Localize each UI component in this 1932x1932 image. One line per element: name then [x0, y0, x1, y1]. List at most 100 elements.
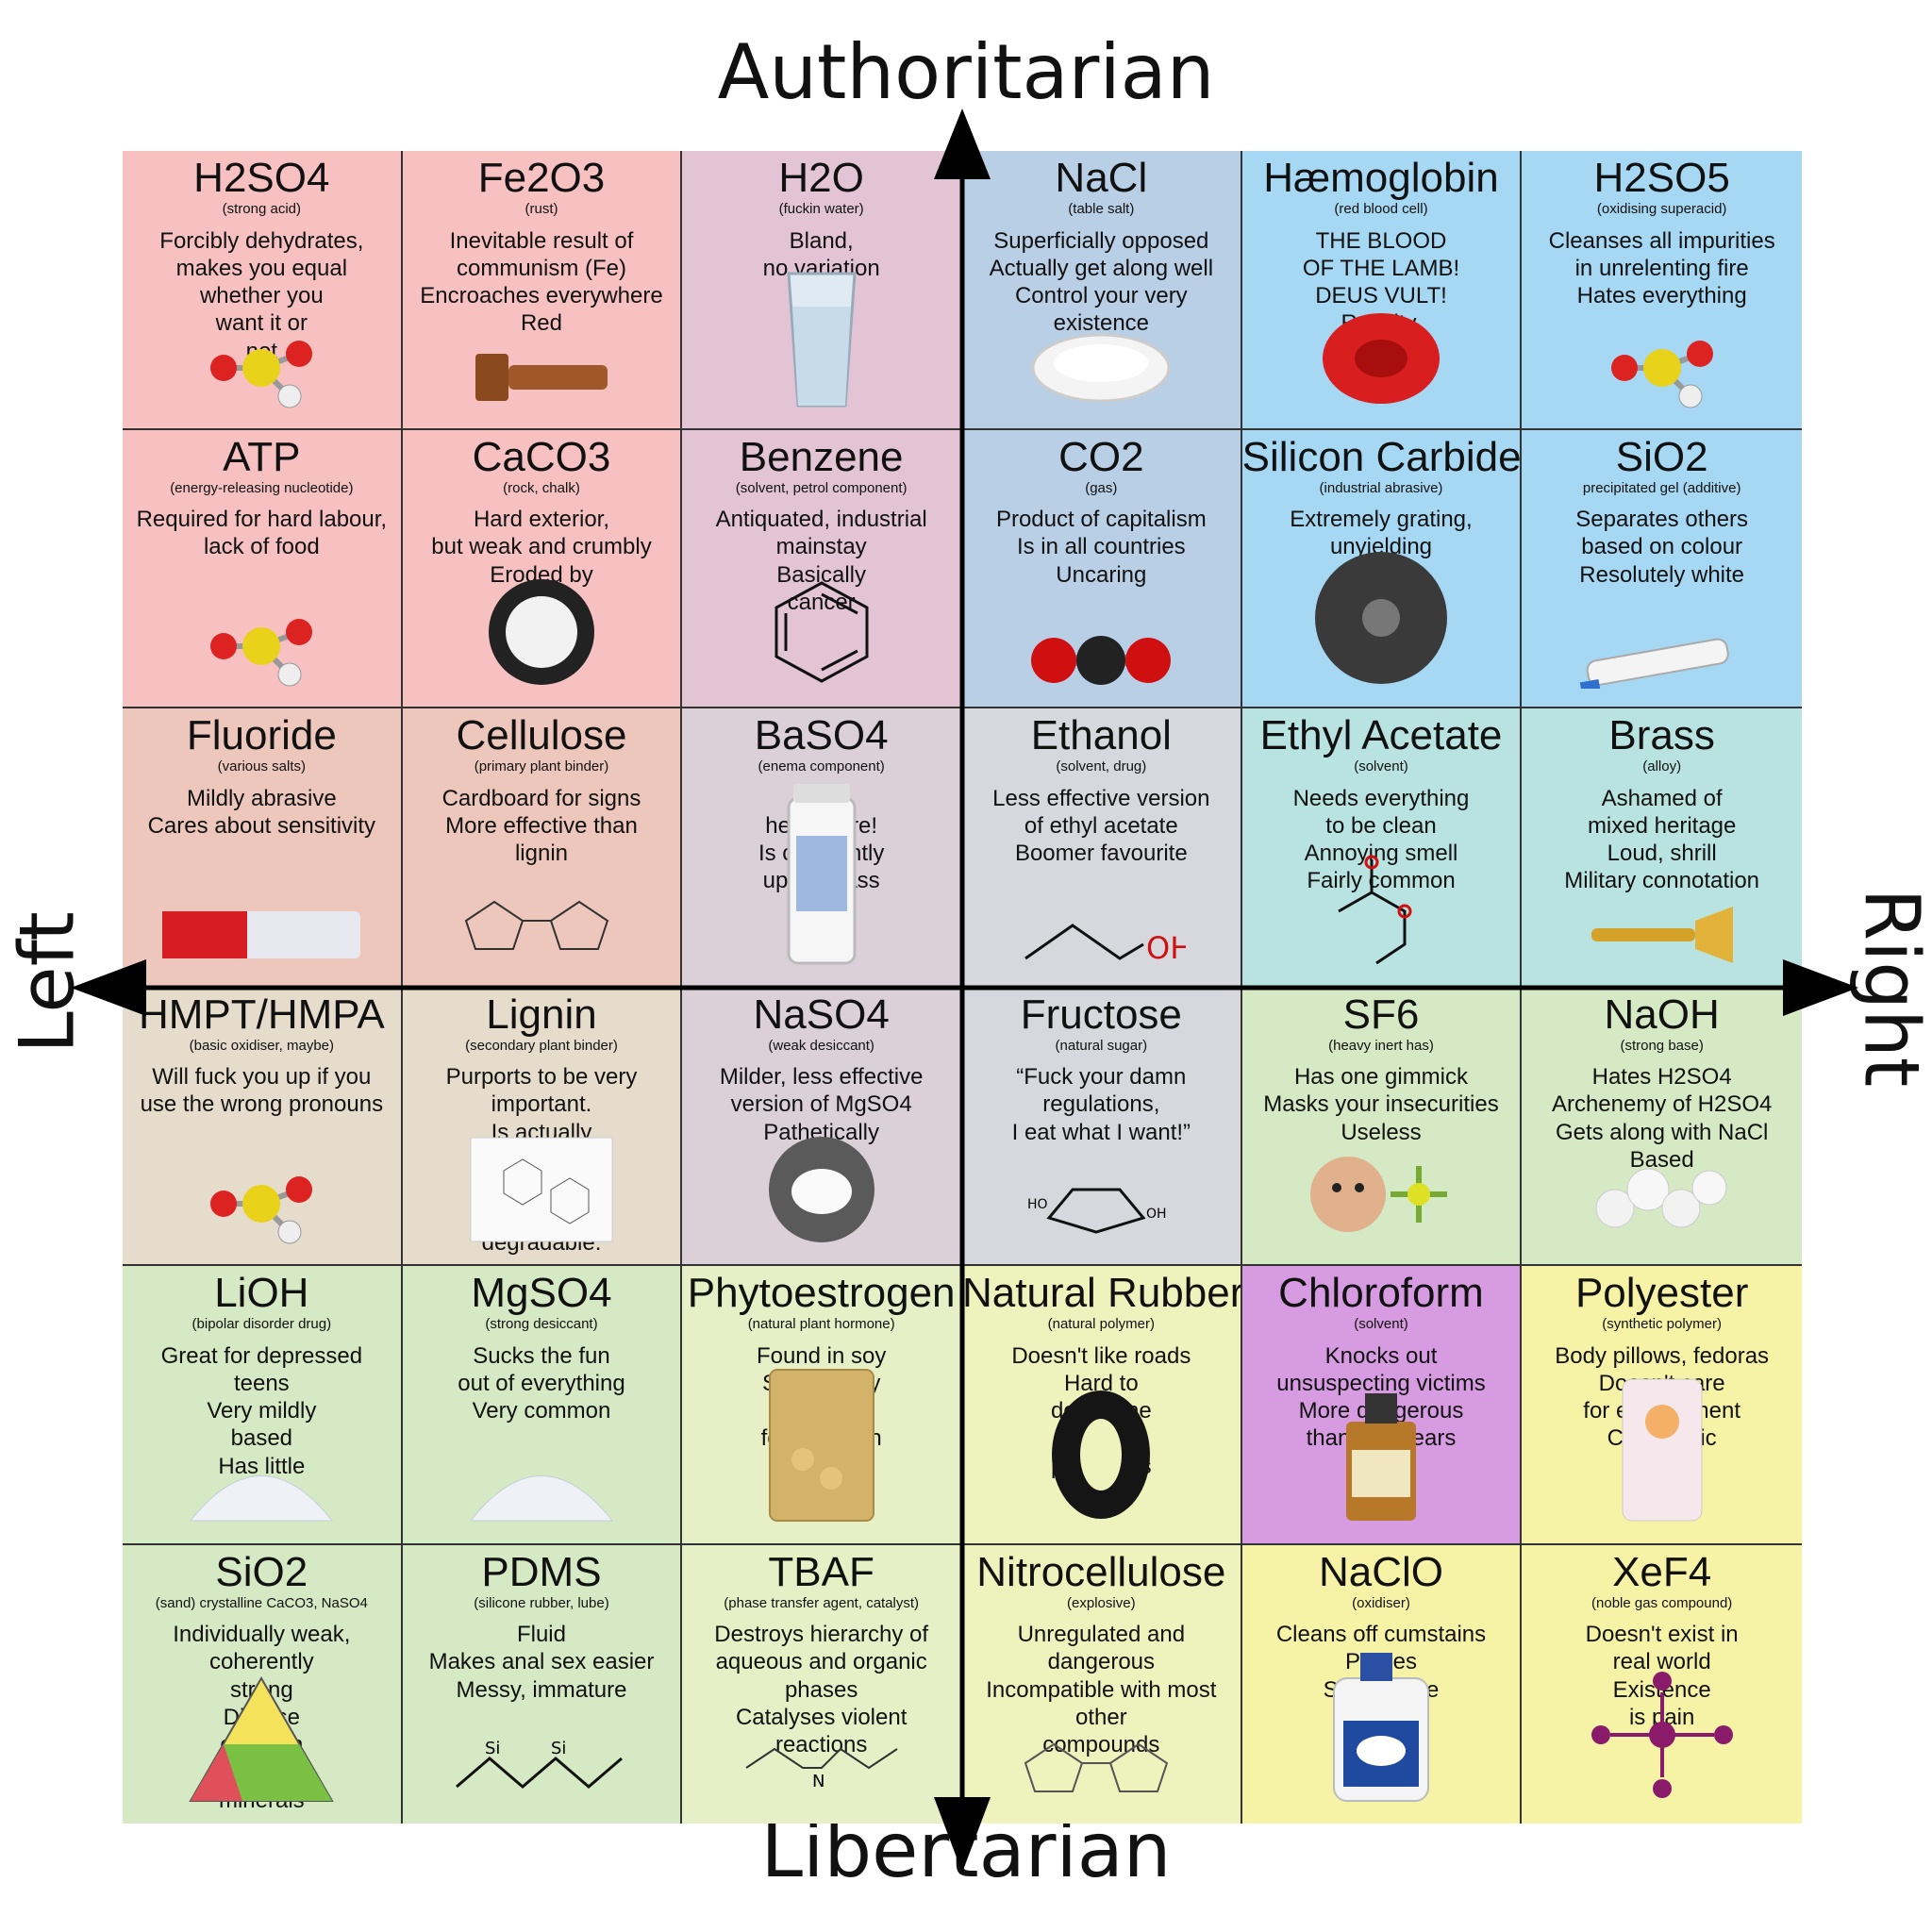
cell-description-line: coherently: [208, 1649, 314, 1675]
cell-compound-name: Nitrocellulose: [976, 1548, 1226, 1595]
svg-text:OH: OH: [1146, 930, 1186, 966]
cell-description-line: Useless: [1341, 1119, 1422, 1145]
cell-compound-name: LiOH: [214, 1270, 309, 1316]
compass-cell: BaSO4(enema component)Freehealthcare!Is …: [682, 708, 962, 988]
ethanol-structure-icon: OH: [1016, 902, 1193, 973]
column-icon: [1577, 632, 1747, 693]
cell-description-line: Fluid: [516, 1622, 566, 1648]
cell-compound-name: SiO2: [1615, 433, 1708, 480]
axis-label-authoritarian: Authoritarian: [717, 28, 1215, 116]
toothpaste-icon: [158, 902, 365, 973]
compass-cell: XeF4(noble gas compound)Doesn't exist in…: [1522, 1544, 1802, 1824]
cell-description-line: phases: [784, 1676, 858, 1703]
cell-description-line: Hard exterior,: [473, 507, 610, 533]
cell-description-line: Red: [520, 310, 562, 337]
cell-compound-subtitle: (primary plant binder): [474, 758, 609, 775]
compass-cell: H2SO5(oxidising superacid)Cleanses all i…: [1522, 151, 1802, 430]
cell-description-line: Sucks the fun: [473, 1342, 610, 1369]
cell-description-line: Archenemy of H2SO4: [1551, 1091, 1773, 1118]
cell-compound-name: H2SO4: [193, 155, 330, 201]
cell-description-line: Messy, immature: [456, 1676, 627, 1703]
cell-compound-subtitle: (phase transfer agent, catalyst): [724, 1594, 920, 1611]
cell-compound-name: NaSO4: [753, 991, 890, 1038]
cellulose-structure-icon: [447, 874, 636, 973]
rusty-bolt-icon: [466, 344, 617, 415]
powder-pile-icon: [466, 1441, 617, 1530]
cell-description-line: real world: [1612, 1649, 1711, 1675]
cell-description-line: Individually weak,: [173, 1622, 351, 1648]
cell-compound-name: SiO2: [215, 1548, 308, 1595]
cell-description-line: Gets along with NaCl: [1555, 1119, 1769, 1145]
cell-description-line: Masks your insecurities: [1263, 1091, 1499, 1118]
cell-description-line: version of MgSO4: [730, 1091, 912, 1118]
lignin-structure-icon: [466, 1133, 617, 1251]
cell-description-line: of ethyl acetate: [1024, 812, 1178, 839]
cell-compound-subtitle: (noble gas compound): [1591, 1594, 1733, 1611]
cell-description: Required for hard labour,lack of food: [123, 506, 401, 561]
cell-description-line: Encroaches everywhere: [420, 283, 663, 309]
cell-description-line: Incompatible with most: [986, 1676, 1217, 1703]
cell-compound-name: H2SO5: [1593, 155, 1730, 201]
face-icon: [1306, 1142, 1457, 1251]
cell-compound-name: SF6: [1342, 991, 1420, 1038]
cell-compound-subtitle: (solvent, drug): [1056, 758, 1147, 775]
cell-description-line: in unrelenting fire: [1574, 255, 1749, 281]
cell-description-line: Inevitable result of: [449, 227, 634, 254]
compass-cell: LiOH(bipolar disorder drug) Great for dep…: [123, 1266, 403, 1545]
cell-description-line: lignin: [514, 841, 569, 867]
pillow-icon: [1615, 1374, 1709, 1530]
cell-description-line: Annoying smell: [1304, 841, 1458, 867]
cell-description-line: Makes anal sex easier: [428, 1649, 655, 1675]
cell-compound-subtitle: (secondary plant binder): [465, 1037, 618, 1054]
cell-description-line: regulations,: [1042, 1091, 1160, 1118]
cell-description-line: Required for hard labour,: [136, 507, 388, 533]
cell-description-line: out of everything: [458, 1370, 625, 1396]
cell-compound-name: Fe2O3: [477, 155, 606, 201]
cell-description-line: Doesn't exist in: [1585, 1622, 1739, 1648]
cell-compound-subtitle: (sand) crystalline CaCO3, NaSO4: [155, 1594, 368, 1611]
cell-description-line: Doesn't like roads: [1011, 1342, 1191, 1369]
cell-compound-subtitle: (basic oxidiser, maybe): [189, 1037, 335, 1054]
cell-description-line: Ashamed of: [1601, 785, 1723, 811]
tbaf-structure-icon: N: [737, 1730, 907, 1810]
compass-cell: TBAF(phase transfer agent, catalyst)Dest…: [682, 1544, 962, 1824]
cell-description-line: Unregulated and: [1017, 1622, 1186, 1648]
cell-description-line: Hates H2SO4: [1591, 1064, 1732, 1091]
cell-compound-name: CO2: [1058, 433, 1144, 480]
cell-description-line: Antiquated, industrial: [715, 507, 927, 533]
cell-description-line: I eat what I want!”: [1011, 1119, 1191, 1145]
cell-compound-name: Fructose: [1020, 991, 1182, 1038]
cell-description-line: Cares about sensitivity: [147, 812, 376, 839]
cell-description-line: Very common: [472, 1398, 611, 1424]
cell-compound-name: NaOH: [1604, 991, 1720, 1038]
tire-icon: [1044, 1384, 1158, 1530]
compass-cell: CaCO3(rock, chalk)Hard exterior,but weak…: [402, 429, 683, 708]
cell-compound-name: Silicon Carbide: [1241, 433, 1522, 480]
cell-description-line: Less effective version: [992, 785, 1210, 811]
molecule-icon: [195, 604, 327, 693]
cell-compound-name: NaClO: [1318, 1548, 1443, 1595]
svg-text:HO: HO: [1027, 1197, 1048, 1212]
cell-compound-subtitle: (bipolar disorder drug): [192, 1316, 332, 1333]
cell-description-line: Based: [1629, 1146, 1694, 1173]
cell-description-line: existence: [1053, 310, 1150, 337]
cell-compound-subtitle: (silicone rubber, lube): [474, 1594, 609, 1611]
cell-description-line: Great for depressed: [160, 1342, 363, 1369]
